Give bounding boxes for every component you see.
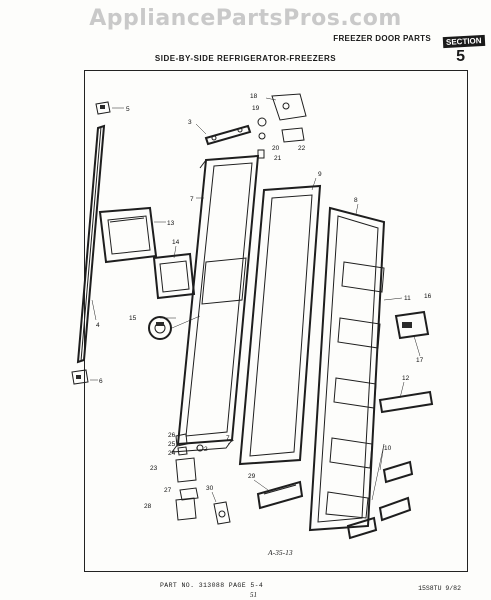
callout-19: 19	[252, 105, 260, 112]
callout-24: 24	[168, 450, 176, 457]
callout-15: 15	[129, 315, 137, 322]
part-door-panel[interactable]	[170, 154, 260, 453]
part-chute-door[interactable]	[394, 310, 430, 340]
footer-page-mark: 51	[250, 591, 257, 599]
part-dispenser-frame[interactable]	[98, 206, 158, 264]
callout-21: 21	[274, 155, 282, 162]
callout-2: 2	[204, 446, 208, 453]
callout-5: 5	[126, 106, 130, 113]
callout-14: 14	[172, 239, 180, 246]
callout-20: 20	[272, 145, 280, 152]
callout-30: 30	[206, 485, 214, 492]
part-dispenser-plate[interactable]	[152, 252, 196, 300]
callout-labels: 5 13 14 15 4 6 3 7 7 9 8 18 19 20 21 22 …	[96, 93, 432, 510]
callout-22: 22	[298, 145, 306, 152]
callout-7: 7	[190, 196, 194, 203]
part-door-gasket[interactable]	[238, 184, 322, 466]
footer-part-number: PART NO. 313088 PAGE 5-4	[160, 582, 264, 589]
part-lower-bar[interactable]	[256, 480, 304, 510]
callout-12: 12	[402, 375, 410, 382]
callout-7b: 7	[226, 435, 230, 442]
part-lower-hardware[interactable]	[175, 433, 204, 521]
callout-4: 4	[96, 322, 100, 329]
leader-lines	[90, 97, 421, 503]
footer-date-code: 15S8TU 9/82	[418, 585, 461, 592]
callout-23: 23	[150, 465, 158, 472]
part-shelf-bars[interactable]	[346, 390, 434, 540]
part-top-hinge[interactable]	[95, 101, 111, 115]
callout-29: 29	[248, 473, 256, 480]
figure-reference: A-35-13	[268, 548, 293, 557]
part-bottom-hinge[interactable]	[71, 369, 89, 385]
callout-17: 17	[416, 357, 424, 364]
header-category: FREEZER DOOR PARTS	[333, 34, 431, 43]
callout-11: 11	[404, 295, 411, 302]
callout-16: 16	[424, 293, 432, 300]
callout-27: 27	[164, 487, 172, 494]
section-number: 5	[456, 48, 465, 65]
callout-10: 10	[384, 445, 392, 452]
part-top-hardware[interactable]	[257, 93, 307, 159]
callout-3: 3	[188, 119, 192, 126]
watermark: AppliancePartsPros.com	[89, 6, 402, 31]
part-door-liner[interactable]	[308, 206, 386, 532]
callout-8: 8	[354, 197, 358, 204]
callout-26: 26	[168, 432, 176, 439]
callout-13: 13	[167, 220, 175, 227]
diagram-title: SIDE-BY-SIDE REFRIGERATOR-FREEZERS	[154, 54, 337, 63]
callout-28: 28	[144, 503, 152, 510]
callout-25: 25	[168, 441, 176, 448]
part-door-trim[interactable]	[204, 124, 252, 146]
callout-9: 9	[318, 171, 322, 178]
part-foot-bracket[interactable]	[213, 501, 231, 525]
part-control-assembly[interactable]	[148, 316, 172, 340]
callout-18: 18	[250, 93, 258, 100]
part-door-strip[interactable]	[76, 124, 106, 364]
callout-6: 6	[99, 378, 103, 385]
